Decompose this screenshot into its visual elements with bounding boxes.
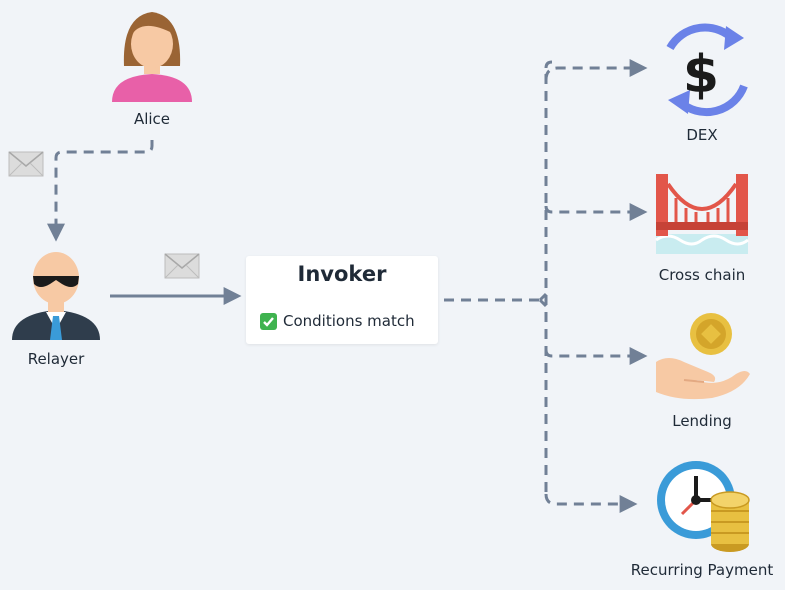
check-mark-icon (260, 312, 277, 330)
dollar-exchange-icon: $ (666, 23, 748, 116)
branch-to-dex-connector (544, 59, 648, 81)
man-sunglasses-avatar-icon (12, 252, 100, 340)
alice-label: Alice (133, 110, 171, 128)
branch-to-cross-chain-connector (544, 203, 648, 221)
coin-hand-icon (656, 313, 750, 400)
invoker-node: Invoker Conditions match (246, 256, 438, 344)
relayer-label: Relayer (27, 350, 85, 368)
envelope-icon (164, 253, 200, 279)
clock-coins-icon (657, 461, 750, 552)
invoker-title: Invoker (297, 262, 387, 286)
branch-brace-mark (538, 292, 548, 308)
cross-chain-label: Cross chain (658, 266, 746, 284)
dex-label: DEX (686, 126, 718, 144)
recurring-payment-label: Recurring Payment (630, 561, 774, 579)
branch-to-lending-connector (544, 347, 648, 365)
woman-avatar-icon (112, 12, 192, 102)
invoker-status: Conditions match (260, 312, 415, 330)
branch-trunk-connector (544, 60, 553, 498)
branch-to-recurring-connector (544, 493, 638, 513)
bridge-icon (655, 174, 749, 254)
lending-label: Lending (672, 412, 732, 430)
invoker-status-text: Conditions match (283, 312, 415, 330)
envelope-icon (8, 151, 44, 177)
alice-to-relayer-connector (47, 140, 154, 242)
svg-text:$: $ (683, 45, 719, 105)
